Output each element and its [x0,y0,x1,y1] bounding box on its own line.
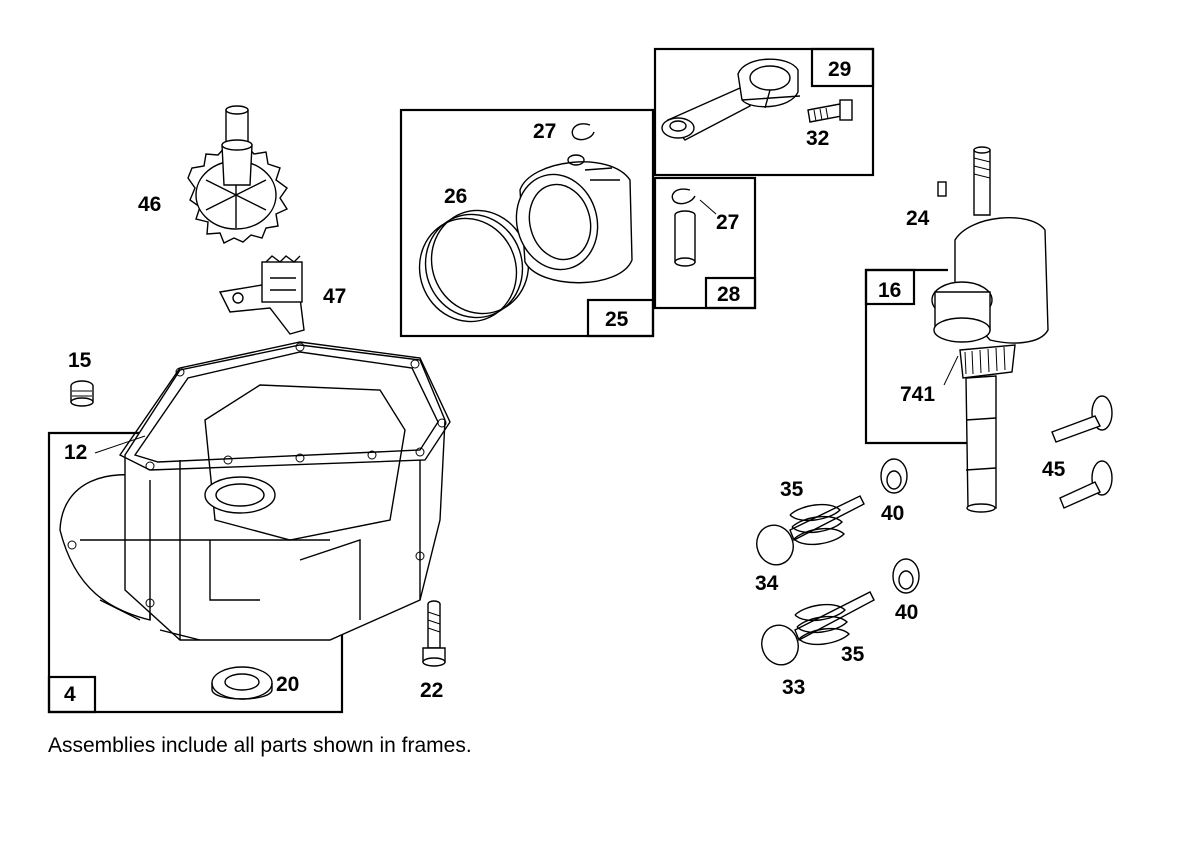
frame-crankshaft [864,268,968,445]
label-20: 20 [276,673,299,696]
pin-snap-ring-part [671,188,696,205]
leader-lines [94,199,959,454]
label-24: 24 [906,207,930,230]
frame-piston-pin [653,176,757,310]
key-part [937,181,947,197]
label-25: 25 [605,308,629,331]
label-741: 741 [900,383,935,406]
label-27a: 27 [533,120,556,143]
connecting-rod-part [661,58,801,141]
valve-spring-part-lower [794,603,850,646]
valve-part-lower [1059,460,1113,509]
valve-spring-part-upper [789,503,845,546]
label-40b: 40 [895,601,918,624]
assembly-note: Assemblies include all parts shown in fr… [48,734,472,757]
piston-part [515,154,633,284]
label-16: 16 [878,279,901,302]
frame-piston-assembly [399,108,655,338]
label-45: 45 [1042,458,1066,481]
bolt-part [422,600,446,667]
label-22: 22 [420,679,443,702]
frame-connecting-rod [653,47,875,177]
oil-seal-part [211,666,273,700]
label-34: 34 [755,572,779,595]
label-47: 47 [323,285,346,308]
plug-part [70,380,94,407]
label-15: 15 [68,349,92,372]
retainer-part-upper [880,458,908,494]
retainer-part-lower [892,558,920,594]
valve-part-upper [1051,395,1113,443]
part-labels: 4 12 15 16 20 22 24 25 26 27 27 28 29 32… [64,58,1066,706]
label-40a: 40 [881,502,904,525]
label-46: 46 [138,193,161,216]
label-35a: 35 [780,478,804,501]
piston-pin-part [674,210,696,267]
snap-ring-part [571,123,595,141]
label-32: 32 [806,127,829,150]
label-26: 26 [444,185,467,208]
sump-part [59,341,451,641]
rod-bolt-part [807,99,853,123]
governor-part [218,255,305,335]
label-12: 12 [64,441,87,464]
frame-sump-assembly [47,431,344,714]
label-29: 29 [828,58,851,81]
label-4: 4 [64,683,76,706]
label-33: 33 [782,676,805,699]
camshaft-part [187,105,289,244]
label-28: 28 [717,283,741,306]
label-35b: 35 [841,643,865,666]
label-27b: 27 [716,211,739,234]
crankshaft-part [931,146,1049,513]
